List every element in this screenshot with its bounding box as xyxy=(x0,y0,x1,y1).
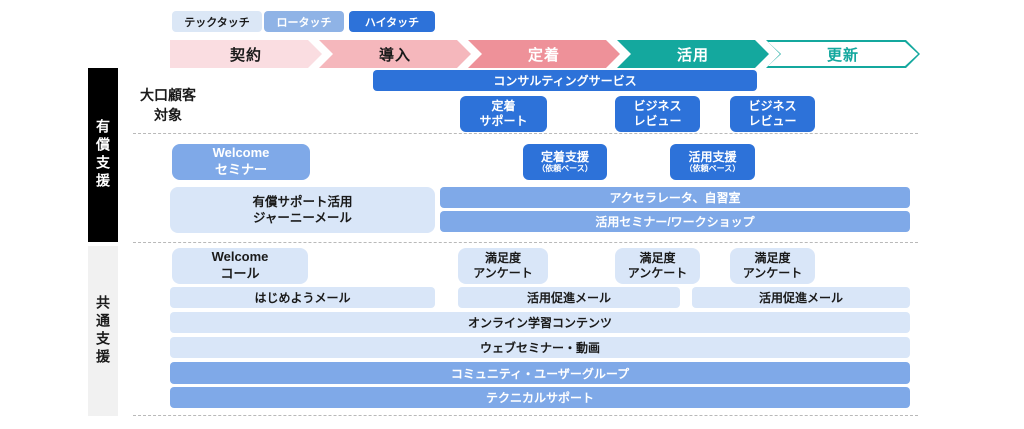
survey-3-line2: アンケート xyxy=(742,266,803,280)
utilization-seminar-bar: 活用セミナー/ワークショップ xyxy=(440,211,910,232)
retention-support-line2: サポート xyxy=(479,114,528,128)
stage-onboarding-label: 導入 xyxy=(378,46,411,64)
welcome-call-line1: Welcome xyxy=(211,249,269,265)
stage-renewal-label: 更新 xyxy=(826,46,859,64)
business-review-box-2: ビジネス レビュー xyxy=(730,96,815,132)
business-review-2-line1: ビジネス xyxy=(748,98,797,113)
technical-support-bar: テクニカルサポート xyxy=(170,387,910,408)
survey-2-line1: 満足度 xyxy=(639,250,676,265)
stage-renewal-fill xyxy=(768,42,918,66)
side-label-common-support: 共通支援 xyxy=(88,246,118,416)
survey-1-line2: アンケート xyxy=(473,266,533,280)
welcome-call-box: Welcome コール xyxy=(172,248,308,284)
target-customer-line1: 大口顧客 xyxy=(140,87,196,103)
survey-3-line1: 満足度 xyxy=(754,250,791,265)
stage-contract: 契約 xyxy=(170,40,322,68)
retention-support-line1: 定着 xyxy=(491,98,516,113)
business-review-2-line2: レビュー xyxy=(748,114,797,128)
retention-assist-sub: （依頼ベース） xyxy=(537,164,593,174)
retention-assist-box: 定着支援 （依頼ベース） xyxy=(523,144,607,180)
community-bar: コミュニティ・ユーザーグループ xyxy=(170,362,910,384)
welcome-seminar-line2: セミナー xyxy=(214,162,267,177)
dashed-divider-2 xyxy=(133,242,918,243)
utilization-assist-sub: （依頼ベース） xyxy=(684,164,741,174)
welcome-seminar-line1: Welcome xyxy=(212,145,270,161)
business-review-1-line2: レビュー xyxy=(633,114,682,128)
stage-retention: 定着 xyxy=(468,40,620,68)
dashed-divider-1 xyxy=(133,133,918,134)
accelerator-bar: アクセラレータ、自習室 xyxy=(440,187,910,208)
retention-support-box: 定着 サポート xyxy=(460,96,547,132)
satisfaction-survey-box-3: 満足度 アンケート xyxy=(730,248,815,284)
retention-assist-main: 定着支援 xyxy=(540,149,589,164)
stage-contract-label: 契約 xyxy=(229,46,262,64)
side-label-paid-support: 有償支援 xyxy=(88,68,118,242)
getting-started-mail-bar: はじめようメール xyxy=(170,287,435,308)
satisfaction-survey-box-1: 満足度 アンケート xyxy=(458,248,548,284)
online-learning-bar: オンライン学習コンテンツ xyxy=(170,312,910,333)
dashed-divider-3 xyxy=(133,415,918,416)
utilization-promo-mail-bar-2: 活用促進メール xyxy=(692,287,910,308)
target-customer-label: 大口顧客 対象 xyxy=(126,85,210,125)
stage-utilization: 活用 xyxy=(617,40,769,68)
business-review-1-line1: ビジネス xyxy=(633,98,682,113)
welcome-call-line2: コール xyxy=(220,266,260,281)
web-seminar-bar: ウェブセミナー・動画 xyxy=(170,337,910,358)
utilization-promo-mail-bar-1: 活用促進メール xyxy=(458,287,680,308)
survey-1-line1: 満足度 xyxy=(484,250,521,265)
journey-mail-line1: 有償サポート活用 xyxy=(252,195,353,209)
journey-mail-box: 有償サポート活用 ジャーニーメール xyxy=(170,187,435,233)
legend-tech-touch: テックタッチ xyxy=(172,11,262,32)
stage-retention-label: 定着 xyxy=(527,46,560,64)
survey-2-line2: アンケート xyxy=(627,266,688,280)
target-customer-line2: 対象 xyxy=(154,107,182,123)
stage-utilization-label: 活用 xyxy=(676,46,709,64)
stage-renewal: 更新 xyxy=(766,40,920,68)
legend-high-touch: ハイタッチ xyxy=(349,11,435,32)
business-review-box-1: ビジネス レビュー xyxy=(615,96,700,132)
journey-mail-line2: ジャーニーメール xyxy=(253,211,352,225)
utilization-assist-box: 活用支援 （依頼ベース） xyxy=(670,144,755,180)
satisfaction-survey-box-2: 満足度 アンケート xyxy=(615,248,700,284)
stage-onboarding: 導入 xyxy=(319,40,471,68)
welcome-seminar-box: Welcome セミナー xyxy=(172,144,310,180)
legend-low-touch: ロータッチ xyxy=(264,11,344,32)
utilization-assist-main: 活用支援 xyxy=(688,149,737,164)
consulting-service-bar: コンサルティングサービス xyxy=(373,70,757,91)
